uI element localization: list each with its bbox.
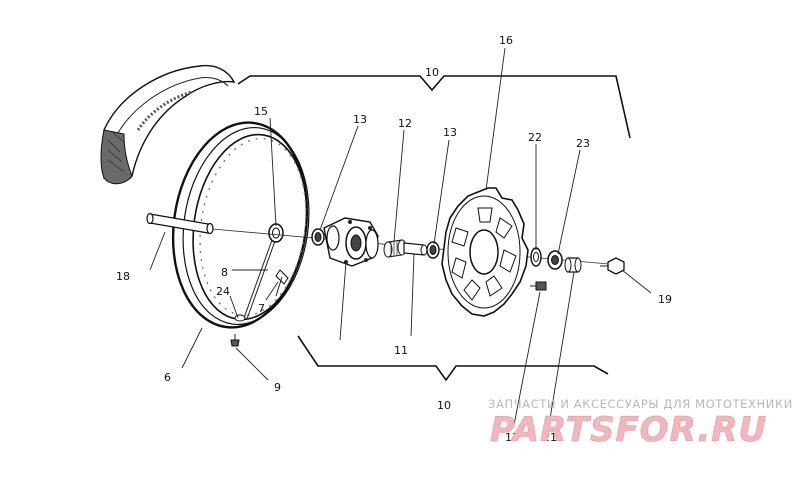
callout-24: 24 (216, 285, 230, 298)
callout-16: 16 (499, 34, 513, 47)
callout-7: 7 (258, 302, 265, 315)
callout-9: 9 (274, 381, 281, 394)
wheel-hub (323, 217, 379, 267)
callout-10-bottom: 10 (437, 399, 451, 412)
nut-19 (600, 257, 625, 275)
sprocket-16 (441, 187, 529, 317)
callout-11: 11 (394, 344, 408, 357)
callout-17: 17 (505, 431, 519, 444)
callout-21: 21 (543, 431, 557, 444)
valve-9 (230, 334, 240, 347)
seal-13-left (311, 228, 325, 246)
washer-22 (530, 247, 542, 267)
callout-8: 8 (221, 266, 228, 279)
leader-lines (149, 47, 652, 426)
bolt-17 (530, 281, 547, 291)
spacer-15 (268, 223, 284, 243)
callout-6: 6 (164, 371, 171, 384)
callout-19: 19 (658, 293, 672, 306)
bearing-23 (547, 250, 563, 270)
watermark-tagline: ЗАПЧАСТИ И АКСЕССУАРЫ ДЛЯ МОТОТЕХНИКИ (488, 397, 793, 411)
callout-13-left: 13 (353, 113, 367, 126)
callout-22: 22 (528, 131, 542, 144)
callout-10-top: 10 (425, 66, 439, 79)
callout-15: 15 (254, 105, 268, 118)
callout-13-right: 13 (443, 126, 457, 139)
axle (146, 212, 214, 235)
spacer-11 (403, 242, 428, 256)
bearing-12 (383, 239, 407, 258)
callout-23: 23 (576, 137, 590, 150)
spoke-assembly (234, 239, 289, 322)
callout-18: 18 (116, 270, 130, 283)
bracket-10-bottom (297, 335, 609, 382)
seal-13-right (426, 241, 440, 259)
tyre-section (100, 64, 236, 185)
bracket-10-top (237, 75, 631, 139)
callout-12: 12 (398, 117, 412, 130)
spacer-21 (564, 257, 582, 273)
watermark-logo: PARTSFOR.RU (490, 410, 768, 451)
